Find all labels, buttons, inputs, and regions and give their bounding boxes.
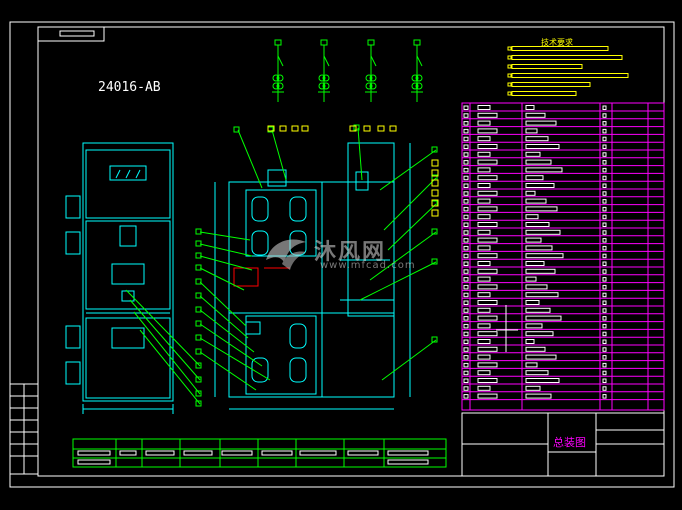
title-block bbox=[461, 412, 665, 477]
model-label: 24016-AB bbox=[98, 80, 161, 95]
technical-notes bbox=[507, 46, 629, 96]
notes-heading: 技术要求 bbox=[541, 38, 573, 47]
leader-lines bbox=[125, 124, 439, 407]
left-margin-table bbox=[9, 383, 39, 475]
parts-list-table bbox=[461, 102, 665, 411]
single-line-diagrams bbox=[272, 39, 423, 102]
drawing-code-box bbox=[37, 26, 105, 42]
bottom-component-table bbox=[72, 438, 447, 468]
side-section-view bbox=[214, 142, 411, 410]
title-block-name: 总装图 bbox=[553, 436, 586, 449]
outer-frame bbox=[9, 21, 675, 488]
front-view-cabinet bbox=[65, 142, 174, 414]
